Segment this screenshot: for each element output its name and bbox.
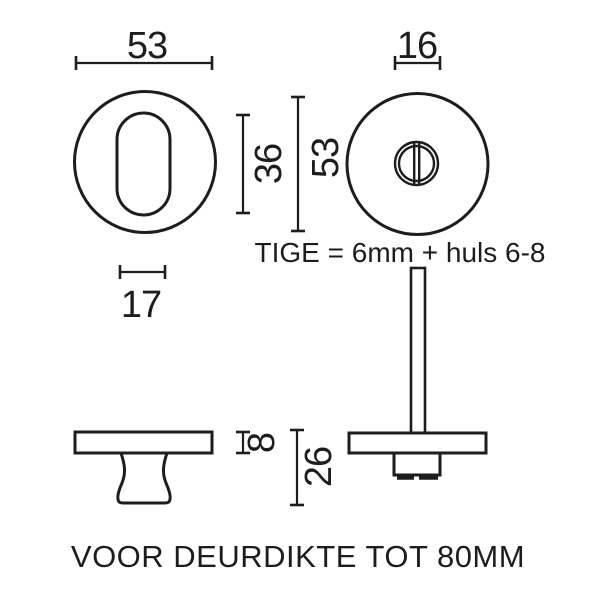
dim-label-slot-height: 36	[248, 144, 290, 184]
dim-label-total-depth: 26	[298, 447, 340, 487]
dim-slot-width: 17	[118, 265, 167, 326]
rosette-plate-profile	[347, 431, 488, 455]
spindle-note: TIGE = 6mm + huls 6-8	[255, 237, 546, 268]
rosette-outline	[73, 90, 217, 234]
thumb-turn-knob	[393, 140, 440, 187]
door-thickness-note: VOOR DEURDIKTE TOT 80MM	[71, 539, 525, 574]
dim-plate-thickness: 8	[236, 430, 283, 455]
front-view-keyhole-rosette: 53 36 17	[73, 25, 290, 326]
turn-knob-profile	[392, 451, 442, 477]
dim-label-knob-width: 16	[397, 25, 437, 67]
dim-total-depth: 26	[290, 428, 340, 507]
side-view-rosette-with-knob: 8 26	[73, 428, 340, 507]
rosette-outline	[345, 92, 490, 236]
side-view-turn-rosette-with-spindle	[347, 266, 488, 480]
spindle	[409, 266, 427, 436]
keyhole-slot	[115, 111, 172, 217]
dim-rosette-height: 53	[291, 95, 347, 233]
front-view-turn-rosette: 16 53	[291, 25, 490, 236]
rosette-plate-profile	[73, 430, 214, 455]
dim-rosette-width: 53	[74, 25, 214, 70]
dim-knob-width: 16	[393, 25, 442, 70]
dim-slot-height: 36	[236, 113, 290, 215]
knob-profile	[116, 452, 172, 505]
dim-label-plate-thickness: 8	[241, 433, 283, 453]
knob-inner-ring	[397, 144, 436, 183]
knob-outer-ring	[393, 140, 440, 187]
dim-label-width: 53	[127, 25, 167, 67]
dim-label-rosette-height: 53	[305, 138, 347, 178]
dim-label-slot-width: 17	[121, 284, 161, 326]
